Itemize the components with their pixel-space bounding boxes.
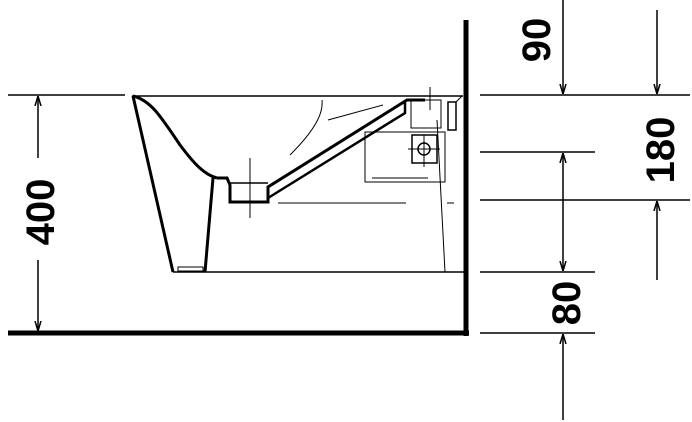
label-180: 180	[639, 117, 683, 184]
dimension-400	[8, 94, 125, 331]
label-400: 400	[19, 179, 63, 246]
bidet-outline	[131, 87, 465, 273]
label-80: 80	[545, 281, 589, 326]
extension-lines	[480, 94, 690, 334]
label-90: 90	[515, 18, 559, 63]
